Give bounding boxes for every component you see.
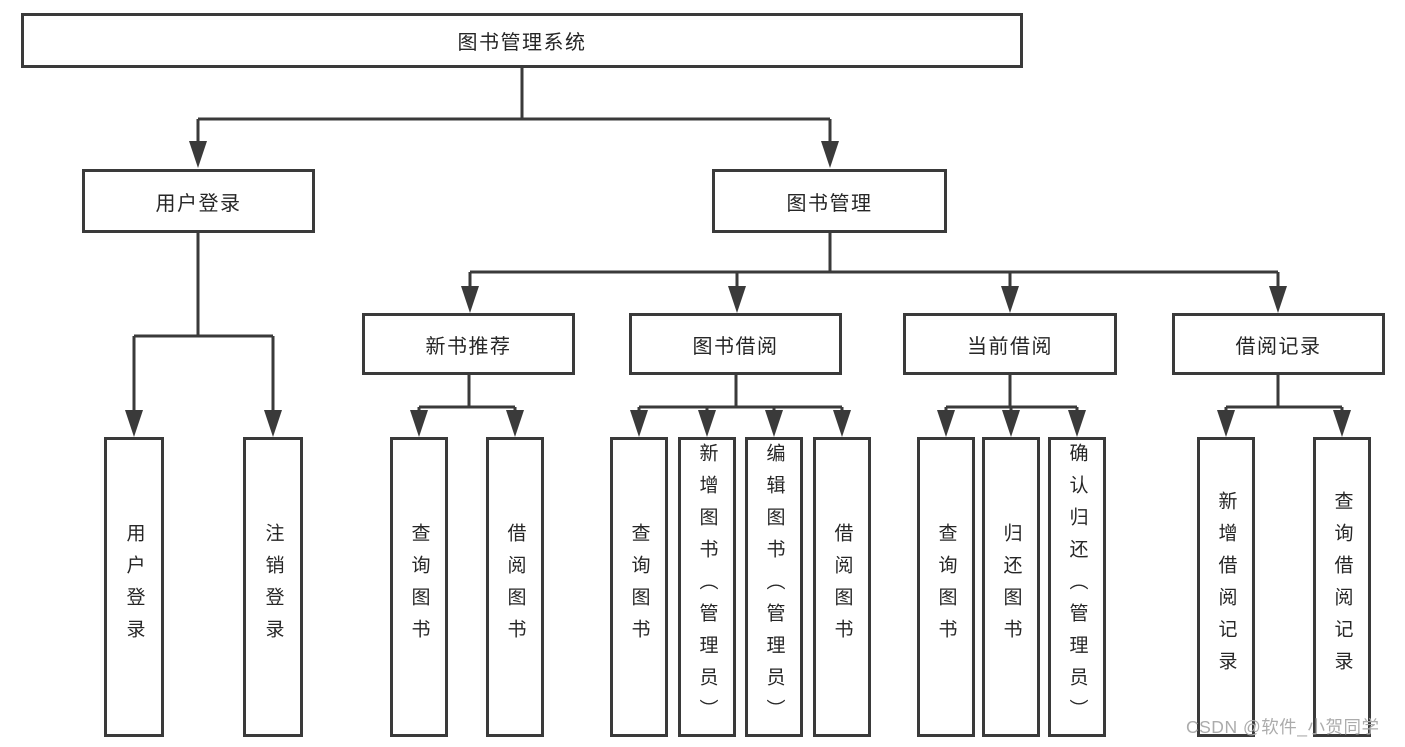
node-book-management: 图书管理 — [712, 169, 947, 233]
node-user-login: 用户登录 — [82, 169, 315, 233]
node-borrowing-records: 借阅记录 — [1172, 313, 1385, 375]
leaf-query-books-1: 查询图书 — [390, 437, 448, 737]
leaf-label: 用户登录 — [123, 523, 145, 651]
leaf-label: 查询借阅记录 — [1331, 491, 1353, 683]
leaf-logout: 注销登录 — [243, 437, 303, 737]
leaf-add-books-admin: 新增图书（管理员） — [678, 437, 736, 737]
node-current-borrowing: 当前借阅 — [903, 313, 1117, 375]
leaf-label: 确认归还（管理员） — [1066, 443, 1088, 731]
leaf-edit-books-admin: 编辑图书（管理员） — [745, 437, 803, 737]
leaf-label: 新增借阅记录 — [1215, 491, 1237, 683]
leaf-add-borrow-record: 新增借阅记录 — [1197, 437, 1255, 737]
leaf-query-borrow-record: 查询借阅记录 — [1313, 437, 1371, 737]
leaf-label: 注销登录 — [262, 523, 284, 651]
leaf-borrow-books-2: 借阅图书 — [813, 437, 871, 737]
leaf-label: 归还图书 — [1000, 523, 1022, 651]
leaf-return-books: 归还图书 — [982, 437, 1040, 737]
leaf-label: 编辑图书（管理员） — [763, 443, 785, 731]
leaf-label: 借阅图书 — [504, 523, 526, 651]
leaf-label: 新增图书（管理员） — [696, 443, 718, 731]
leaf-confirm-return-admin: 确认归还（管理员） — [1048, 437, 1106, 737]
leaf-query-books-2: 查询图书 — [610, 437, 668, 737]
node-book-borrowing: 图书借阅 — [629, 313, 842, 375]
leaf-borrow-books-1: 借阅图书 — [486, 437, 544, 737]
csdn-watermark: CSDN @软件_小贺同学 — [1186, 717, 1380, 737]
leaf-label: 查询图书 — [408, 523, 430, 651]
node-new-book-recommend: 新书推荐 — [362, 313, 575, 375]
leaf-user-login: 用户登录 — [104, 437, 164, 737]
leaf-label: 查询图书 — [628, 523, 650, 651]
node-library-management-system: 图书管理系统 — [21, 13, 1023, 68]
leaf-query-books-3: 查询图书 — [917, 437, 975, 737]
leaf-label: 借阅图书 — [831, 523, 853, 651]
leaf-label: 查询图书 — [935, 523, 957, 651]
